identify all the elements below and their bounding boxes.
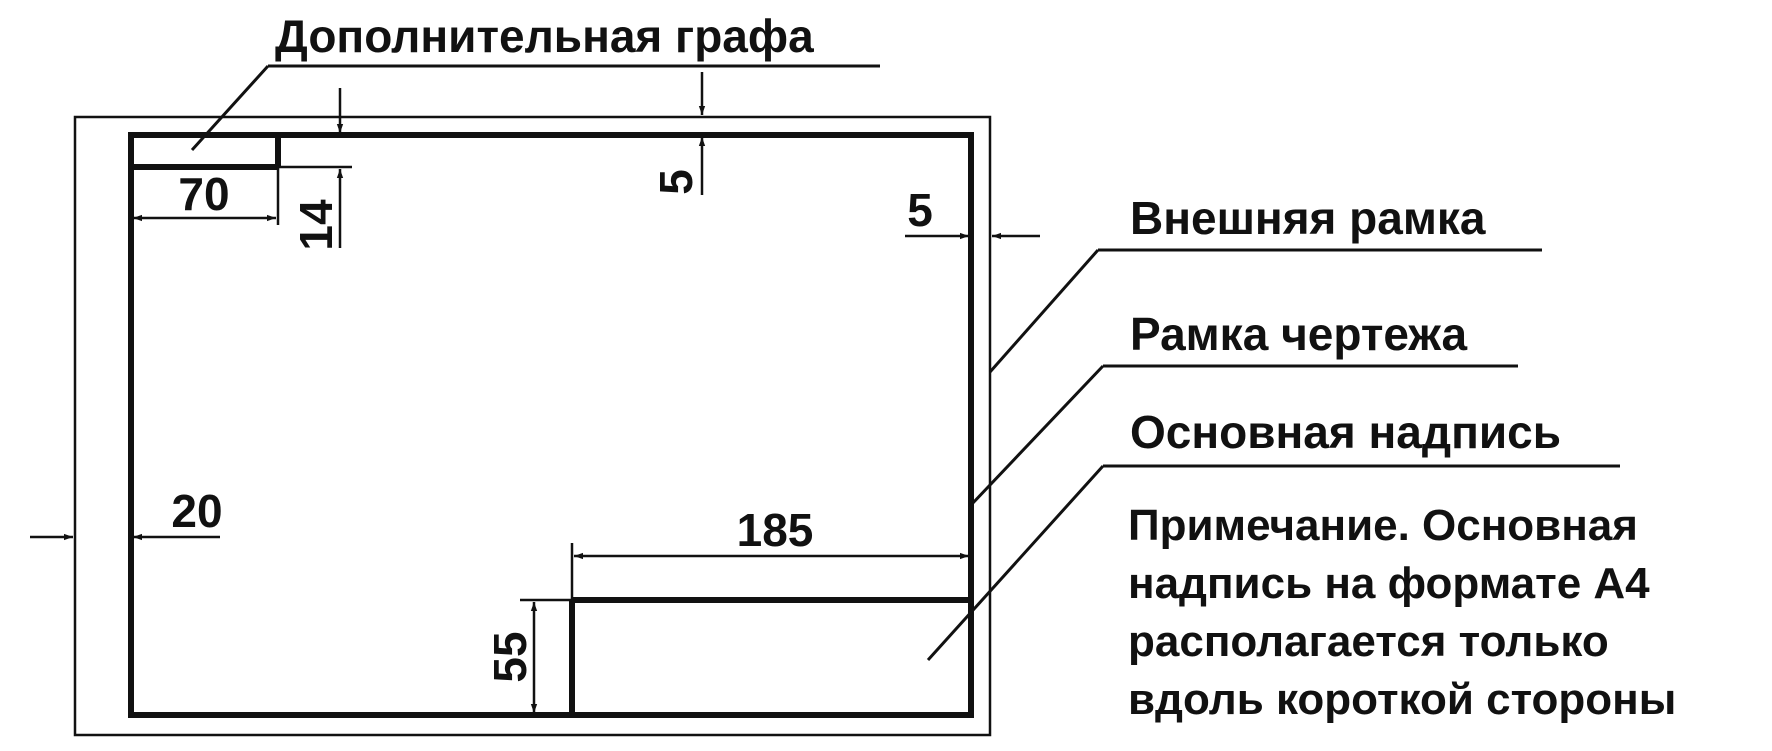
dim-right-margin: 5 <box>905 184 1040 240</box>
label-extra-column: Дополнительная графа <box>275 10 814 62</box>
dim-top-margin: 5 <box>650 72 706 195</box>
callout-outer-frame: Внешняя рамка <box>988 192 1542 373</box>
drawing-frame <box>128 132 974 718</box>
label-outer-frame: Внешняя рамка <box>1130 192 1486 244</box>
note-line: располагается только <box>1128 617 1609 666</box>
label-drawing-frame: Рамка чертежа <box>1130 308 1468 360</box>
dim-extra-column-width: 70 <box>129 167 280 225</box>
dim-label-extra-column-height: 14 <box>290 199 342 251</box>
dim-title-block-width: 185 <box>570 504 969 600</box>
note-block: Примечание. Основная надпись на формате … <box>1128 501 1676 724</box>
outer-frame <box>73 115 992 737</box>
dim-label-title-block-height: 55 <box>484 631 536 682</box>
callout-drawing-frame: Рамка чертежа <box>969 308 1518 507</box>
dim-extra-column-height: 14 <box>278 88 352 251</box>
dim-label-title-block-width: 185 <box>737 504 814 556</box>
note-line: Примечание. Основная <box>1128 501 1638 550</box>
title-block-box <box>569 597 971 715</box>
dim-label-top-margin: 5 <box>650 169 702 195</box>
dim-label-right-margin: 5 <box>907 184 933 236</box>
dim-label-extra-column-width: 70 <box>178 168 229 220</box>
dim-label-left-margin: 20 <box>171 485 222 537</box>
callout-title-block: Основная надпись <box>926 406 1620 662</box>
dim-left-margin: 20 <box>30 485 223 541</box>
dim-title-block-height: 55 <box>484 598 572 713</box>
note-line: надпись на формате А4 <box>1128 559 1650 608</box>
extra-column-box <box>131 135 281 170</box>
callout-extra-column: Дополнительная графа <box>190 10 880 152</box>
label-title-block: Основная надпись <box>1130 406 1561 458</box>
note-line: вдоль короткой стороны <box>1128 675 1676 724</box>
